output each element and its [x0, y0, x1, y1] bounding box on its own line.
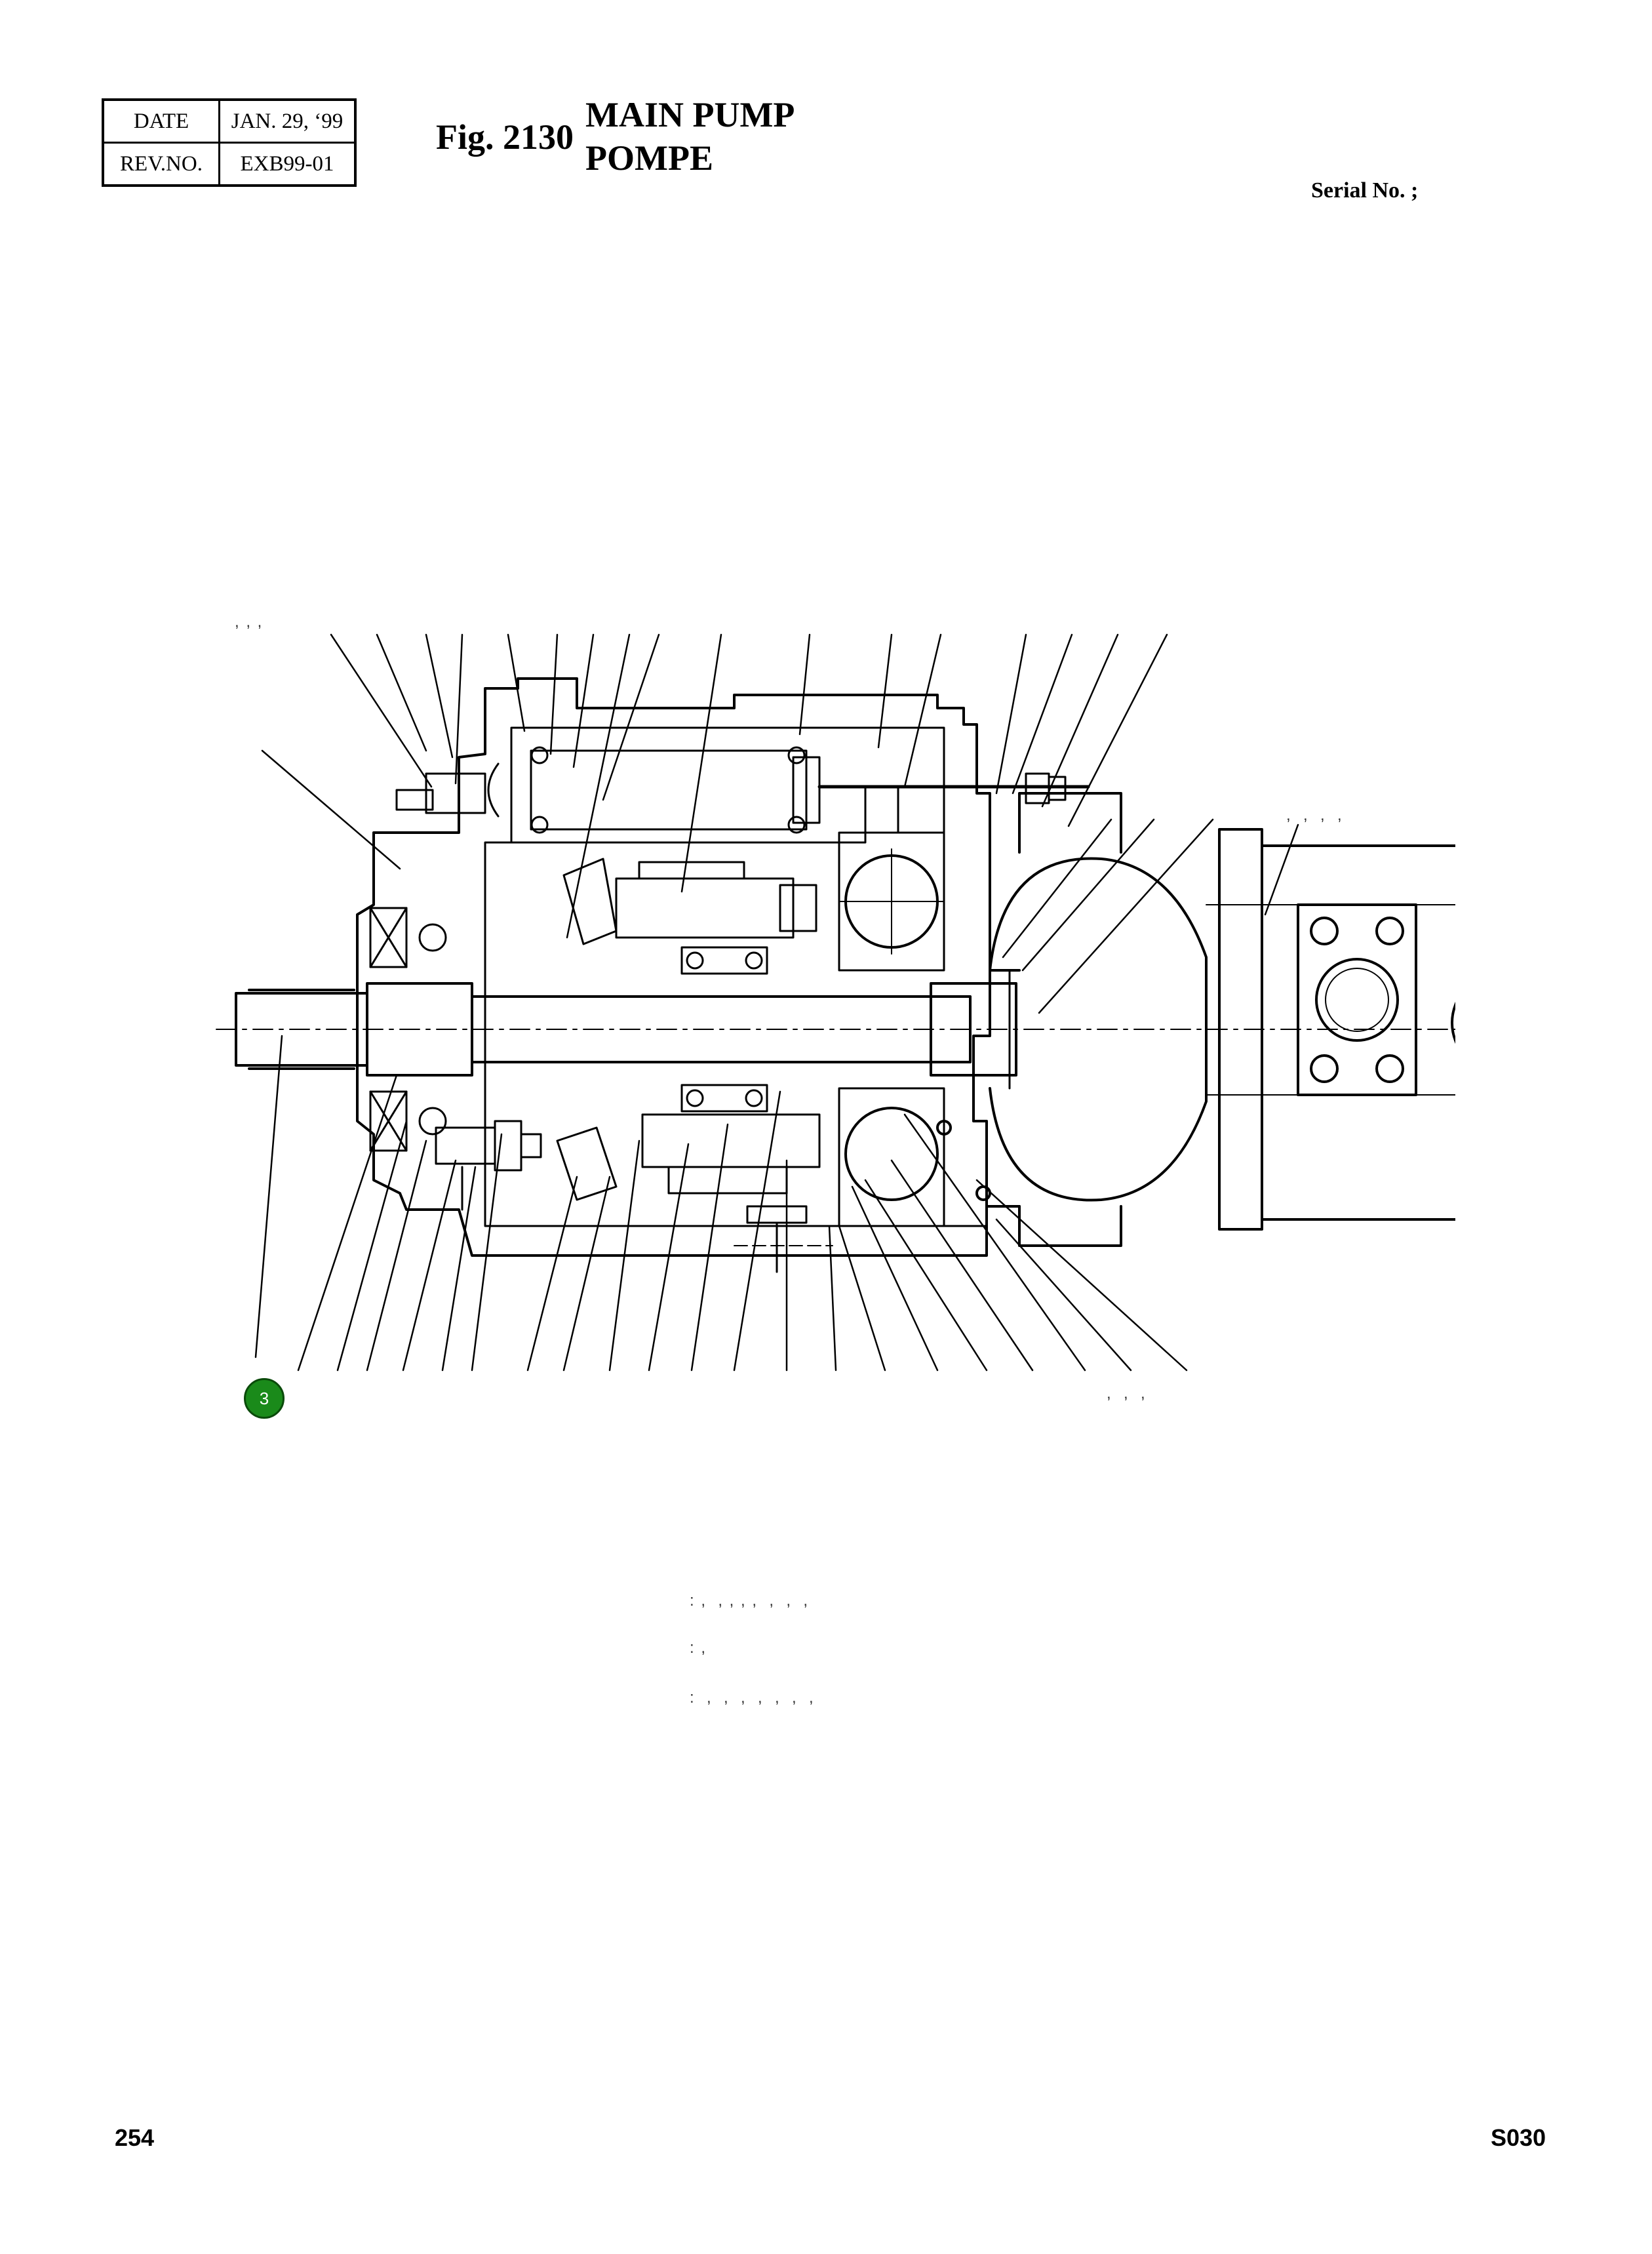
main-shaft	[216, 982, 1455, 1077]
cylinder-block	[556, 858, 821, 1201]
title-english: MAIN PUMP	[585, 95, 795, 134]
housing-outline	[356, 677, 1021, 1257]
fragment-top-right: , , , ,	[1286, 806, 1343, 824]
front-bearing	[369, 907, 447, 1152]
callout-marker[interactable]: 3	[244, 1378, 285, 1419]
coupling-housing	[989, 792, 1208, 1247]
section-code: S030	[1491, 2124, 1546, 2151]
lower-bolt	[435, 1120, 542, 1211]
title-french: POMPE	[585, 138, 713, 178]
fragment-note-3: : , , , , , , ,	[690, 1689, 815, 1707]
revision-table: DATE JAN. 29, ‘99 REV.NO. EXB99-01	[102, 98, 357, 187]
date-label: DATE	[102, 98, 220, 144]
leader-lines-bottom	[254, 1035, 1188, 1372]
drain-fitting	[734, 1205, 833, 1273]
rev-value: EXB99-01	[218, 142, 357, 187]
pump-cross-section-drawing	[216, 633, 1455, 1372]
fragment-bottom-right: , , ,	[1107, 1385, 1147, 1402]
upper-piston	[395, 746, 1090, 834]
leader-lines-top	[261, 633, 1299, 1014]
page-number: 254	[115, 2124, 155, 2151]
ports	[838, 848, 991, 1201]
fragment-note-2: : ,	[690, 1639, 707, 1657]
fragment-note-1: : , , , , , , , ,	[690, 1592, 810, 1610]
date-value: JAN. 29, ‘99	[218, 98, 357, 144]
gear-pump	[1206, 828, 1455, 1231]
rev-label: REV.NO.	[102, 142, 220, 187]
figure-number: Fig. 2130	[436, 117, 574, 157]
fragment-top-left: , , ,	[235, 613, 264, 631]
rear-bearing	[680, 946, 768, 1113]
serial-number-label: Serial No. ;	[1311, 178, 1419, 203]
